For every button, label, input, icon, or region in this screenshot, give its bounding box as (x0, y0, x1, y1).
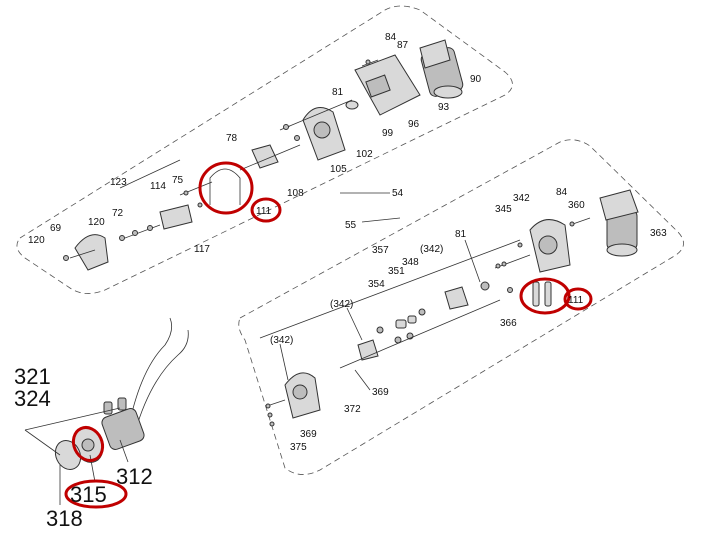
label-321: 321 (14, 364, 51, 389)
label-318: 318 (46, 506, 83, 531)
upper-labels: 84 87 90 93 96 99 81 102 105 78 108 111 … (28, 32, 482, 255)
upper-mount-plate (354, 54, 421, 116)
upper-fasteners (63, 59, 379, 261)
label-102: 102 (356, 149, 373, 160)
lower-rotor-b (357, 339, 379, 361)
label-120-b: 120 (28, 235, 45, 246)
label-111-b: 111 (568, 295, 584, 306)
label-111: 111 (256, 206, 272, 217)
label-90: 90 (470, 74, 482, 85)
label-78: 78 (226, 133, 238, 144)
label-312: 312 (116, 464, 153, 489)
label-369-a: 369 (372, 387, 389, 398)
upper-tube (209, 168, 241, 205)
label-342-a: 342 (513, 193, 530, 204)
label-117: 117 (194, 244, 210, 255)
label-87: 87 (397, 40, 409, 51)
lower-rotor-a (444, 286, 469, 310)
label-375: 375 (290, 442, 307, 453)
lower-fasteners (259, 217, 591, 427)
label-342-c: (342) (330, 299, 353, 310)
upper-front-cover (74, 234, 109, 271)
lower-pump-head (529, 219, 571, 273)
label-84-b: 84 (556, 187, 568, 198)
label-342-d: (342) (270, 335, 293, 346)
upper-assembly-boundary (16, 5, 513, 294)
label-324: 324 (14, 386, 51, 411)
label-93: 93 (438, 102, 450, 113)
label-105: 105 (330, 164, 347, 175)
label-315: 315 (70, 482, 107, 507)
label-363: 363 (650, 228, 667, 239)
upper-motor (419, 39, 464, 99)
lower-front-cover (284, 372, 321, 419)
label-120-a: 120 (88, 217, 105, 228)
label-54: 54 (392, 188, 404, 199)
upper-roller-block (251, 144, 279, 169)
label-108: 108 (287, 188, 304, 199)
label-342-b: (342) (420, 244, 443, 255)
label-75: 75 (172, 175, 184, 186)
label-354: 354 (368, 279, 385, 290)
upper-clamp-bar (159, 204, 193, 230)
label-72: 72 (112, 208, 124, 219)
lower-motor (599, 189, 639, 257)
lower-assembly-boundary (238, 139, 684, 475)
lower-bearings (376, 281, 490, 344)
pump-detail-labels: 321 324 312 315 318 (14, 364, 153, 531)
label-123: 123 (110, 177, 127, 188)
label-96: 96 (408, 119, 420, 130)
label-114: 114 (150, 181, 166, 192)
label-84: 84 (385, 32, 397, 43)
pump-detail-leaders (24, 407, 129, 505)
upper-pump-head (302, 100, 359, 161)
label-369-b: 369 (300, 429, 317, 440)
label-360: 360 (568, 200, 585, 211)
pump-detail-body (54, 317, 189, 471)
label-81: 81 (332, 87, 344, 98)
label-348: 348 (402, 257, 419, 268)
highlight-marks (64, 161, 593, 509)
label-99: 99 (382, 128, 394, 139)
label-345: 345 (495, 204, 512, 215)
lower-tube (532, 281, 552, 307)
label-55: 55 (345, 220, 357, 231)
label-357: 357 (372, 245, 389, 256)
label-366: 366 (500, 318, 517, 329)
label-81-b: 81 (455, 229, 467, 240)
label-69: 69 (50, 223, 62, 234)
label-372: 372 (344, 404, 361, 415)
label-351: 351 (388, 266, 405, 277)
lower-labels: 55 342 84 360 345 363 357 81 (342) 348 3… (270, 187, 667, 453)
